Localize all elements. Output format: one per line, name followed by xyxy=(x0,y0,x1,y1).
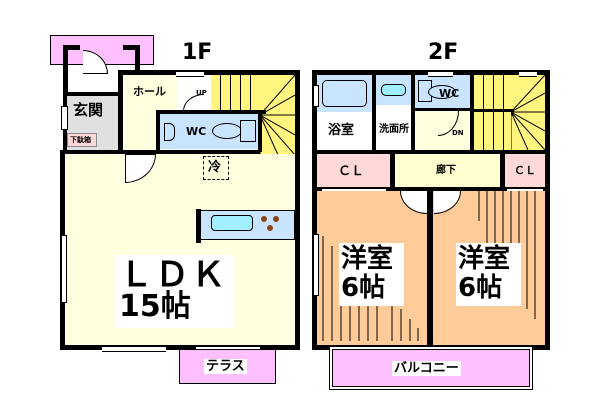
wall xyxy=(258,110,262,152)
wall xyxy=(63,45,80,50)
wall xyxy=(411,75,415,150)
wall xyxy=(312,345,550,350)
wall xyxy=(545,70,550,350)
floor-title-2f: 2F xyxy=(428,40,459,65)
balcony-label: バルコニー xyxy=(392,361,461,376)
western-right-name: 洋室 xyxy=(458,244,511,274)
closet-right xyxy=(505,154,545,187)
wc-2f-label: WC xyxy=(439,87,460,100)
label-bg xyxy=(339,243,404,306)
wall xyxy=(427,187,433,347)
shoe-box xyxy=(67,133,97,147)
bath-window xyxy=(313,85,319,107)
wall xyxy=(415,108,471,111)
stairs-2f xyxy=(474,75,514,150)
ldk-side-window xyxy=(61,235,67,303)
wc-door xyxy=(183,94,204,111)
wall xyxy=(500,154,505,189)
wc-window xyxy=(428,71,453,77)
terrace-label: テラス xyxy=(204,359,247,374)
wall xyxy=(390,154,395,189)
wc-1f-label: WC xyxy=(186,125,207,138)
kitchen-sink-icon xyxy=(211,215,253,231)
wall xyxy=(118,70,300,75)
entrance-window xyxy=(61,106,68,130)
wall xyxy=(156,110,160,152)
wall xyxy=(60,345,300,350)
wall xyxy=(470,75,474,150)
wall xyxy=(474,109,514,112)
wall xyxy=(135,45,140,70)
washbasin-icon xyxy=(381,84,406,96)
wall xyxy=(63,45,68,125)
stove-burner-icon xyxy=(267,225,273,231)
ldk-window xyxy=(102,346,166,352)
toilet-tank-icon xyxy=(240,120,256,142)
wall xyxy=(60,150,300,154)
sink-icon xyxy=(164,123,175,141)
wall xyxy=(63,92,120,96)
wall xyxy=(295,70,300,350)
bathroom-label: 浴室 xyxy=(328,123,355,138)
wall xyxy=(312,70,317,350)
floor-title-1f: 1F xyxy=(182,40,213,65)
ldk-label: ＬＤＫ xyxy=(119,255,227,295)
wall xyxy=(312,150,550,154)
closet-left-label: ＣＬ xyxy=(338,164,365,179)
stairs-window xyxy=(519,71,537,77)
western-left-size: 6帖 xyxy=(341,273,386,303)
toilet-icon xyxy=(212,123,242,139)
stove-burner-icon xyxy=(273,216,279,222)
up-label: UP xyxy=(196,89,207,97)
western-right-size: 6帖 xyxy=(458,273,503,303)
hall-label: ホール xyxy=(133,85,166,98)
toilet-icon xyxy=(428,85,456,99)
wall xyxy=(156,110,266,114)
wall xyxy=(372,75,376,150)
stairs-2f-winder xyxy=(511,75,545,150)
wall xyxy=(196,209,201,243)
fridge-label: 冷 xyxy=(208,160,222,175)
hall-window xyxy=(176,71,204,77)
ldk-size: 15帖 xyxy=(119,289,191,324)
washroom-label: 洗面所 xyxy=(379,124,409,135)
hall-ext xyxy=(172,75,177,110)
closet-left xyxy=(317,154,390,187)
shoe-box-label: 下駄箱 xyxy=(70,136,91,144)
down-label: DN xyxy=(452,129,464,137)
corridor xyxy=(395,154,500,187)
wall xyxy=(118,70,123,155)
western-left-side-window xyxy=(313,234,319,296)
western-left-name: 洋室 xyxy=(341,244,394,274)
corridor-label: 廊下 xyxy=(436,165,456,176)
closet-right-label: ＣＬ xyxy=(514,164,536,177)
label-bg xyxy=(456,243,521,306)
wall xyxy=(123,45,140,50)
fridge-space xyxy=(203,156,229,180)
ldk-label-bg xyxy=(115,255,233,328)
bathtub-icon xyxy=(322,80,367,107)
stove-burner-icon xyxy=(261,216,267,222)
stairs-1f-winder xyxy=(260,75,295,155)
entrance-label: 玄関 xyxy=(73,101,104,119)
